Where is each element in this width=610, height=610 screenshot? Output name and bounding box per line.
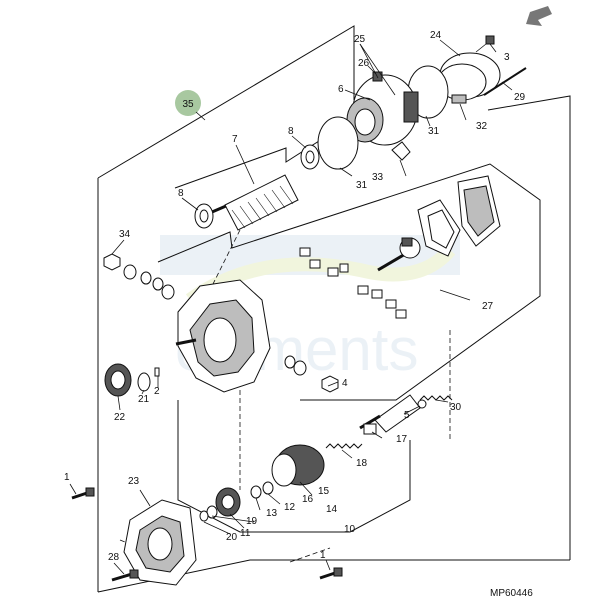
- callout-31-lower: 31: [356, 180, 368, 191]
- callout-29: 29: [514, 92, 526, 103]
- end-housing: [123, 499, 197, 586]
- callout-2: 2: [154, 386, 160, 397]
- callout-28: 28: [108, 552, 120, 563]
- bolt: [71, 487, 95, 500]
- retaining-ring: [262, 481, 274, 495]
- callout-27: 27: [482, 301, 494, 312]
- callout-32: 32: [476, 121, 488, 132]
- washer-set: [123, 264, 175, 300]
- assembly-badge[interactable]: 35: [175, 90, 201, 116]
- callout-11: 11: [240, 528, 251, 539]
- drive-bracket: [177, 400, 411, 533]
- assembly-outline: [97, 25, 355, 179]
- callout-35: 35: [182, 99, 194, 110]
- through-bolt: [483, 67, 527, 96]
- callout-17: 17: [396, 434, 408, 445]
- callout-31-top: 31: [428, 126, 440, 137]
- callout-26: 26: [358, 58, 370, 69]
- callout-8-top: 8: [288, 126, 294, 137]
- field-frame-bracket: [157, 163, 541, 401]
- washer: [199, 510, 209, 522]
- callout-16: 16: [302, 494, 314, 505]
- callout-20: 20: [226, 532, 238, 543]
- bolt: [111, 569, 139, 582]
- washer-set: [284, 355, 339, 393]
- leader-lines: [69, 39, 513, 575]
- callout-5: 5: [404, 410, 410, 421]
- bearing: [300, 144, 320, 170]
- spacer: [250, 485, 262, 499]
- callout-22: 22: [114, 412, 126, 423]
- callout-3: 3: [504, 52, 510, 63]
- figure-id: MP60446: [490, 588, 533, 599]
- callout-30: 30: [450, 402, 462, 413]
- callout-15: 15: [318, 486, 330, 497]
- arrow-down-left-icon[interactable]: [526, 6, 552, 26]
- bolt: [319, 567, 343, 580]
- callout-labels: 25 26 6 24 3 29 32 31 31 33 7 8 8 34 27 …: [64, 30, 526, 563]
- callout-33: 33: [372, 172, 384, 183]
- band-cover: [437, 52, 501, 104]
- collar: [363, 423, 377, 435]
- callout-1-bottom: 1: [320, 550, 326, 561]
- gasket: [417, 199, 461, 257]
- cover-plate: [457, 175, 501, 247]
- callout-13: 13: [266, 508, 278, 519]
- alignment-line: [289, 547, 331, 563]
- pinion-gear: [104, 363, 132, 397]
- bearing: [194, 203, 214, 229]
- armature: [211, 174, 299, 231]
- brush: [391, 141, 411, 177]
- o-ring: [317, 116, 359, 170]
- callout-6: 6: [338, 84, 344, 95]
- callout-25: 25: [354, 34, 366, 45]
- callout-18: 18: [356, 458, 368, 469]
- callout-10: 10: [344, 524, 356, 535]
- callout-7: 7: [232, 134, 238, 145]
- brush-holder: [346, 74, 419, 146]
- sleeve: [137, 372, 151, 392]
- overrunning-clutch: [271, 444, 325, 487]
- spring: [419, 395, 453, 401]
- callout-19: 19: [246, 516, 258, 527]
- alignment-line: [209, 229, 241, 291]
- screw: [475, 35, 495, 53]
- idler-gear: [215, 487, 241, 517]
- callout-8-left: 8: [178, 188, 184, 199]
- solenoid-plunger: [377, 237, 421, 272]
- nut: [103, 253, 121, 271]
- callout-4: 4: [342, 378, 348, 389]
- spring: [325, 443, 363, 449]
- callout-21: 21: [138, 394, 150, 405]
- callout-24: 24: [430, 30, 442, 41]
- assembly-outline-right: [487, 95, 571, 560]
- callout-14: 14: [326, 504, 338, 515]
- callout-12: 12: [284, 502, 296, 513]
- drive-housing: [175, 279, 271, 393]
- callout-1-left: 1: [64, 472, 70, 483]
- callout-23: 23: [128, 476, 140, 487]
- terminal: [299, 247, 407, 319]
- callout-34: 34: [119, 229, 131, 240]
- pin: [154, 367, 160, 377]
